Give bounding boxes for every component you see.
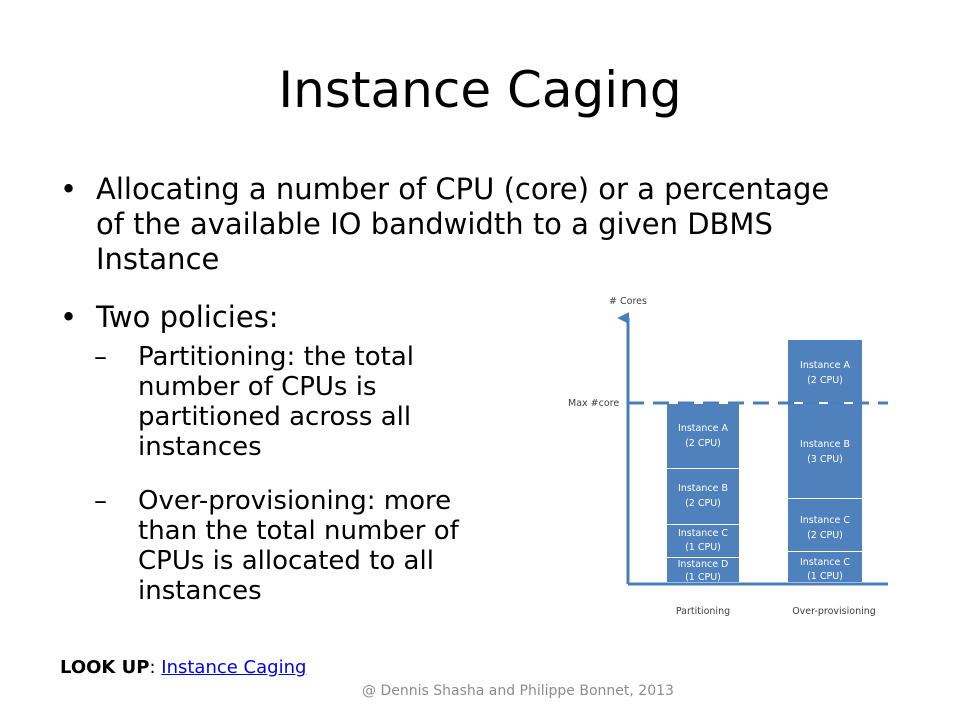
partitioning-instance-c-box [667,525,739,557]
over-provisioning-column: Instance A (2 CPU) Instance B (3 CPU) In… [788,340,876,617]
partitioning-instance-b-cpu: (2 CPU) [685,498,721,509]
partitioning-instance-a-cpu: (2 CPU) [685,438,721,449]
sub-bullet-marker: – [94,486,107,516]
partitioning-instance-a-box [667,404,739,468]
bullet-allocating: • Allocating a number of CPU (core) or a… [60,172,856,277]
overprov-instance-c-cpu: (2 CPU) [807,530,843,541]
overprov-instance-c2-box [788,552,862,582]
over-provisioning-label: Over-provisioning [792,606,876,617]
sub-bullet-text: Over-provisioning: more than the total n… [138,486,459,606]
max-core-label: Max #core [568,398,619,409]
overprov-instance-c2-name: Instance C [800,557,850,568]
partitioning-instance-b-name: Instance B [678,483,728,494]
partitioning-instance-a-name: Instance A [678,423,728,434]
overprov-instance-a-cpu: (2 CPU) [807,375,843,386]
cpu-allocation-diagram: # Cores Max #core Instance A (2 CPU) Ins… [568,296,888,617]
sub-bullet-text: Partitioning: the total number of CPUs i… [138,342,414,462]
sub-bullet-over-provisioning: – Over-provisioning: more than the total… [94,486,498,606]
partitioning-instance-c-name: Instance C [678,528,728,539]
lookup-line: LOOK UP: Instance Caging [60,657,306,679]
partitioning-instance-c-cpu: (1 CPU) [685,542,721,553]
overprov-instance-c-box [788,499,862,551]
partitioning-label: Partitioning [676,606,730,617]
footer-copyright: @ Dennis Shasha and Philippe Bonnet, 201… [362,683,674,699]
bullet-text: Allocating a number of CPU (core) or a p… [96,172,830,276]
slide-title: Instance Caging [278,61,682,119]
y-axis-label: # Cores [609,296,647,307]
overprov-instance-b-cpu: (3 CPU) [807,454,843,465]
overprov-instance-c-name: Instance C [800,515,850,526]
overprov-instance-a-box [788,340,862,402]
sub-bullet-marker: – [94,342,107,372]
overprov-instance-b-box [788,404,862,498]
overprov-instance-c2-cpu: (1 CPU) [807,571,843,582]
partitioning-instance-d-name: Instance D [678,559,729,570]
bullet-marker: • [60,172,78,206]
bullet-two-policies: • Two policies: [60,300,516,335]
bullet-marker: • [60,300,78,334]
partitioning-column: Instance A (2 CPU) Instance B (2 CPU) In… [667,404,739,617]
partitioning-instance-d-cpu: (1 CPU) [685,572,721,583]
instance-caging-link[interactable]: Instance Caging [161,657,307,678]
lookup-label: LOOK UP [60,657,150,678]
sub-bullet-partitioning: – Partitioning: the total number of CPUs… [94,342,438,462]
overprov-instance-b-name: Instance B [800,439,850,450]
partitioning-instance-b-box [667,469,739,524]
overprov-instance-a-name: Instance A [800,360,850,371]
bullet-text: Two policies: [96,300,279,334]
lookup-separator: : [149,657,162,678]
partitioning-instance-d-box [667,558,739,582]
